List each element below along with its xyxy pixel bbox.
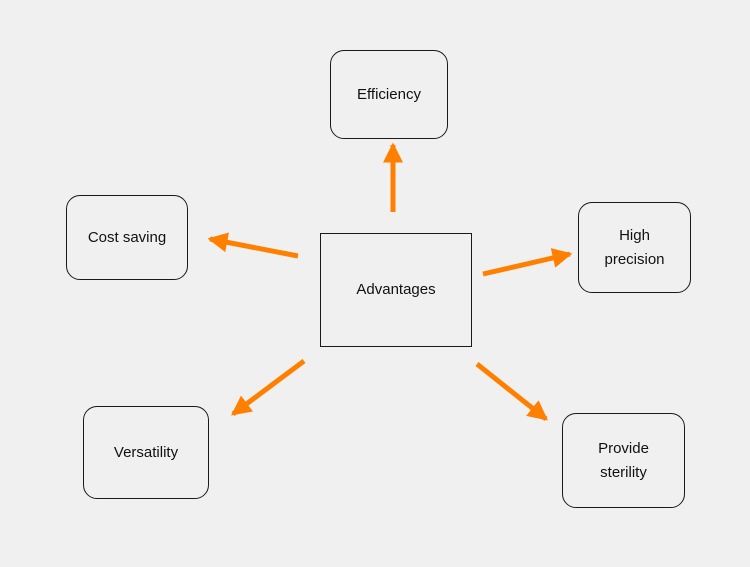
arrow-to-versatility: [230, 358, 306, 417]
advantages-node: Advantages: [320, 233, 472, 347]
arrow-to-provide-sterility: [475, 362, 548, 421]
high-precision-node: High precision: [578, 202, 691, 293]
cost-saving-node: Cost saving: [66, 195, 188, 280]
cost-saving-label: Cost saving: [87, 228, 167, 246]
advantages-label: Advantages: [356, 281, 436, 298]
high-precision-label: High precision: [604, 226, 665, 268]
arrow-to-cost-saving: [207, 232, 299, 259]
efficiency-label: Efficiency: [357, 85, 421, 103]
arrow-to-high-precision: [482, 248, 573, 277]
versatility-node: Versatility: [83, 406, 209, 499]
efficiency-node: Efficiency: [330, 50, 448, 139]
provide-sterility-label: Provide sterility: [598, 439, 649, 481]
provide-sterility-node: Provide sterility: [562, 413, 685, 508]
versatility-label: Versatility: [113, 443, 179, 461]
